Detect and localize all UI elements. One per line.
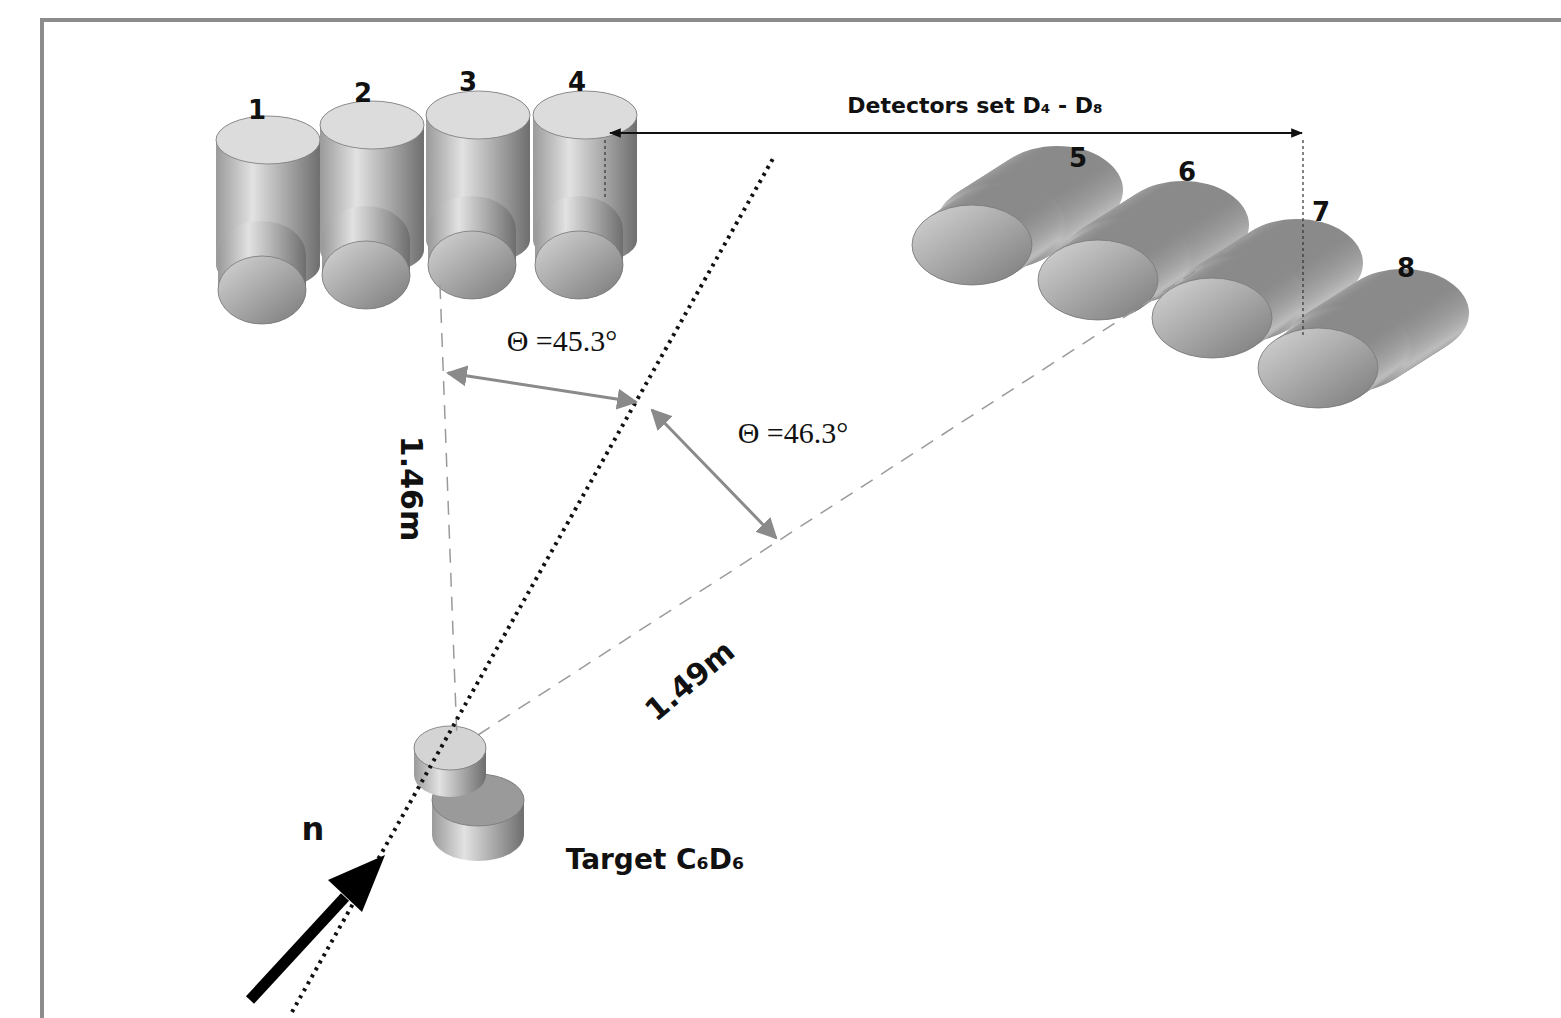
detectors bbox=[216, 91, 1469, 861]
cylinder-face bbox=[218, 256, 306, 324]
distance-label: 1.46m bbox=[396, 435, 429, 540]
distance-label: 1.49m bbox=[639, 634, 741, 727]
callout-number: 3 bbox=[459, 68, 477, 97]
detector bbox=[533, 91, 637, 299]
cylinder-face bbox=[535, 231, 623, 299]
cylinder-face bbox=[533, 91, 637, 139]
cylinder-slice bbox=[533, 91, 637, 139]
detector bbox=[426, 91, 530, 299]
cylinder-slice bbox=[322, 241, 410, 309]
cylinder-slice bbox=[320, 101, 424, 149]
target-label: Target C₆D₆ bbox=[566, 845, 745, 876]
callout-number: 5 bbox=[1069, 144, 1087, 173]
cylinder-slice bbox=[1258, 328, 1378, 408]
cylinder-face bbox=[1038, 240, 1158, 320]
cylinder-face bbox=[912, 205, 1032, 285]
cylinder-slice bbox=[1152, 278, 1272, 358]
cylinder-slice bbox=[216, 116, 320, 164]
cylinder-face bbox=[216, 116, 320, 164]
callout-number: 8 bbox=[1397, 254, 1415, 283]
tick-line bbox=[1302, 140, 1303, 335]
callout-number: 7 bbox=[1312, 198, 1330, 227]
detector bbox=[216, 116, 320, 324]
callout-number: 6 bbox=[1178, 158, 1196, 187]
callout-number: 2 bbox=[354, 79, 372, 108]
angle-label: Θ =45.3° bbox=[507, 324, 618, 357]
sight-line bbox=[440, 285, 457, 740]
set-label: Detectors set D₄ - D₈ bbox=[847, 94, 1102, 118]
tick-line bbox=[604, 140, 605, 198]
cylinder-face bbox=[1152, 278, 1272, 358]
cylinder-face bbox=[428, 231, 516, 299]
beam-label: n bbox=[302, 812, 325, 847]
callout-number: 4 bbox=[568, 68, 586, 97]
beam-axis bbox=[292, 155, 775, 1012]
cylinder-slice bbox=[535, 231, 623, 299]
angle-arrow bbox=[448, 373, 636, 402]
callout-number: 1 bbox=[248, 96, 266, 125]
cylinder-face bbox=[1258, 328, 1378, 408]
neutron-arrow bbox=[250, 855, 385, 1000]
cylinder-slice bbox=[428, 231, 516, 299]
detector bbox=[1258, 269, 1469, 408]
cylinder-slice bbox=[912, 205, 1032, 285]
sight-line bbox=[478, 228, 1262, 735]
cylinder-face bbox=[426, 91, 530, 139]
detector bbox=[320, 101, 424, 309]
cylinder-slice bbox=[218, 256, 306, 324]
span-arrow bbox=[610, 132, 1302, 134]
target bbox=[414, 726, 524, 861]
frame bbox=[42, 20, 1561, 1018]
cylinder-slice bbox=[426, 91, 530, 139]
angle-label: Θ =46.3° bbox=[738, 416, 849, 449]
cylinder-face bbox=[320, 101, 424, 149]
cylinder-slice bbox=[1038, 240, 1158, 320]
cylinder-face bbox=[322, 241, 410, 309]
